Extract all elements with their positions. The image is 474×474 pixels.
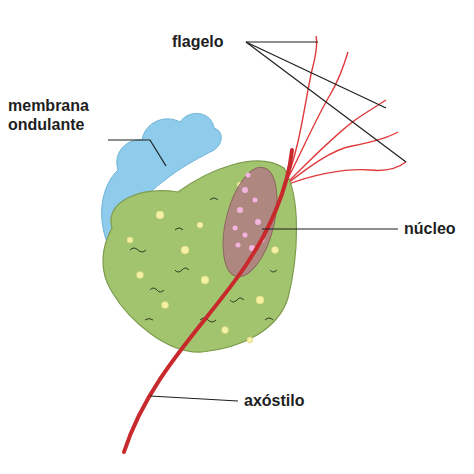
leader-lines [108, 42, 406, 401]
part-label: membrana ondulante [8, 96, 108, 134]
part-label: axóstilo [244, 391, 334, 410]
part-label: núcleo [404, 219, 470, 238]
nucleus [213, 162, 287, 282]
flagella [284, 36, 406, 186]
part-label: flagelo [172, 32, 252, 51]
